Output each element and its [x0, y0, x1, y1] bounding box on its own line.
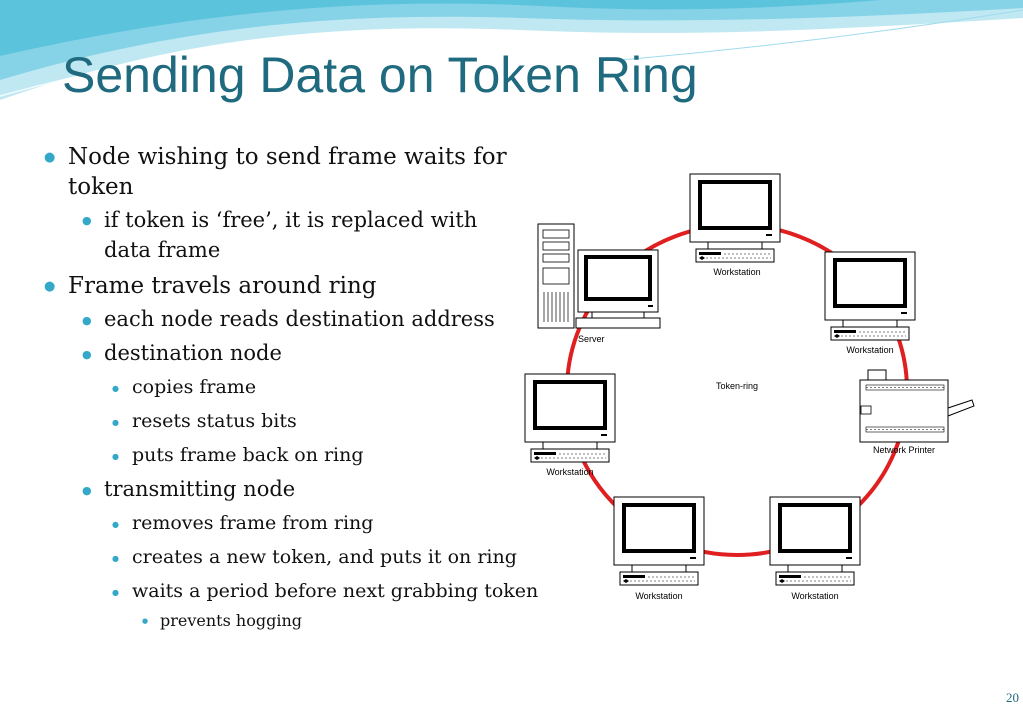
- bullet-list: Node wishing to send frame waits for tok…: [42, 134, 562, 633]
- workstation-bottom-right: Workstation: [768, 495, 862, 601]
- node-label: Server: [578, 334, 605, 344]
- node-label: Workstation: [713, 267, 760, 277]
- bullet-item: resets status bits: [109, 406, 562, 438]
- node-label: Workstation: [546, 467, 593, 477]
- workstation-bottom-left: Workstation: [612, 495, 706, 601]
- node-label: Workstation: [846, 345, 893, 355]
- bullet-item: transmitting node: [80, 474, 562, 506]
- workstation-left: Workstation: [523, 372, 617, 477]
- network-printer: Network Printer: [859, 369, 975, 455]
- bullet-item: Frame travels around ring: [42, 271, 562, 302]
- header-wave: [0, 0, 1023, 100]
- bullet-item: puts frame back on ring: [109, 440, 562, 472]
- bullet-item: prevents hogging: [138, 609, 562, 633]
- slide-title: Sending Data on Token Ring: [62, 47, 698, 103]
- node-label: Workstation: [791, 591, 838, 601]
- bullet-item: destination node: [80, 338, 562, 370]
- bullet-item: creates a new token, and puts it on ring: [109, 542, 562, 574]
- bullet-item: Node wishing to send frame waits for tok…: [42, 142, 562, 202]
- bullet-item: copies frame: [109, 372, 562, 404]
- node-label: Workstation: [635, 591, 682, 601]
- server: Server: [537, 223, 661, 344]
- node-label: Network Printer: [873, 445, 935, 455]
- bullet-item: each node reads destination address: [80, 304, 562, 336]
- bullet-item: removes frame from ring: [109, 508, 562, 540]
- ring-label: Token-ring: [716, 381, 758, 391]
- bullet-item: waits a period before next grabbing toke…: [109, 576, 562, 608]
- bullet-item: if token is ‘free’, it is replaced with …: [80, 205, 504, 265]
- page-number: 20: [1006, 690, 1019, 705]
- printer-tray-icon: [867, 369, 887, 381]
- workstation-upper-right: Workstation: [823, 250, 917, 355]
- workstation-top: Workstation: [688, 172, 782, 277]
